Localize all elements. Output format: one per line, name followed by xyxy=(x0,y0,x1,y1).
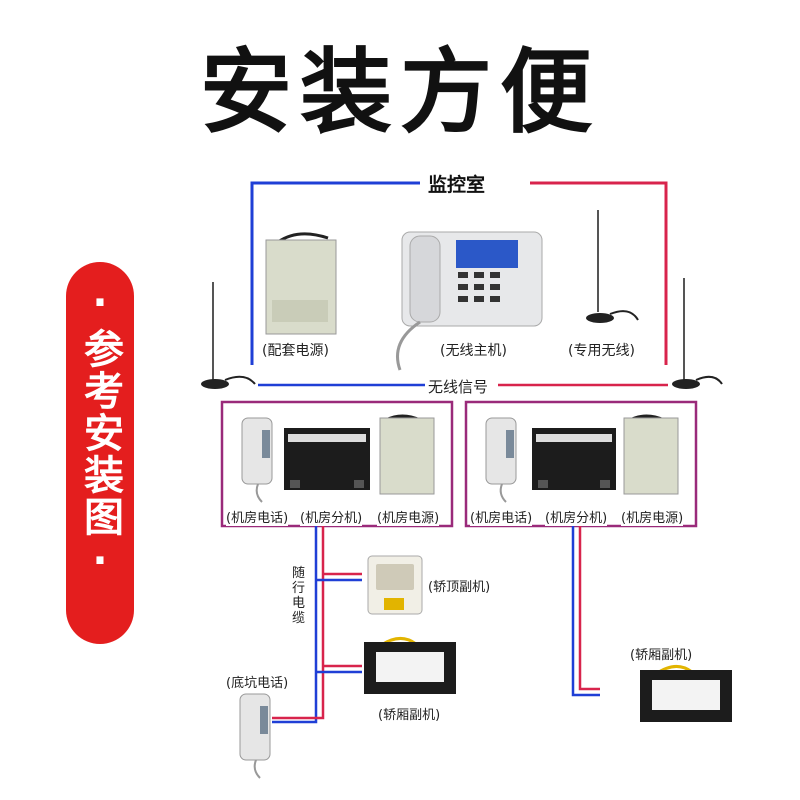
page-title: 安装方便 xyxy=(199,39,600,146)
label-room-power-1: (机房电源) xyxy=(377,507,440,526)
pit-phone-icon xyxy=(239,693,271,779)
antenna-icon xyxy=(672,278,723,389)
label-antenna: (专用无线) xyxy=(568,340,635,360)
cable-label: 随行电缆 xyxy=(292,566,306,626)
side-label-pill: ·参考安装图· xyxy=(66,262,134,644)
label-pit-phone: (底坑电话) xyxy=(226,672,289,691)
room-extension-icon xyxy=(532,428,616,490)
room-phone-icon xyxy=(241,417,273,503)
signal-label: 无线信号 xyxy=(428,376,489,397)
cable-left-red xyxy=(272,526,325,720)
room-extension-icon xyxy=(284,428,370,490)
label-ups-top: (配套电源) xyxy=(262,340,329,360)
car-top-unit-icon xyxy=(367,555,423,615)
monitor-room-wire-blue xyxy=(250,181,420,365)
room-phone-icon xyxy=(485,417,517,503)
label-car-top: (轿顶副机) xyxy=(428,576,491,595)
antenna-icon xyxy=(201,282,256,389)
monitor-room-title: 监控室 xyxy=(422,170,492,197)
label-room-ext-1: (机房分机) xyxy=(300,507,363,526)
ups-power-icon xyxy=(265,232,337,335)
cable-left-blue xyxy=(272,526,318,724)
label-host: (无线主机) xyxy=(440,340,507,360)
car-unit-icon xyxy=(364,637,456,694)
label-room-phone-1: (机房电话) xyxy=(226,507,289,526)
cable-right-red xyxy=(578,526,600,691)
label-car-1: (轿厢副机) xyxy=(378,704,441,723)
room-power-icon xyxy=(623,414,679,495)
room-power-icon xyxy=(379,414,435,495)
antenna-icon xyxy=(586,210,639,323)
label-room-power-2: (机房电源) xyxy=(621,507,684,526)
label-room-ext-2: (机房分机) xyxy=(545,507,608,526)
machine-room-box-1 xyxy=(220,400,454,528)
label-room-phone-2: (机房电话) xyxy=(470,507,533,526)
label-car-2: (轿厢副机) xyxy=(630,644,693,663)
side-label-text: ·参考安装图· xyxy=(77,280,123,586)
car-unit-icon xyxy=(640,665,732,722)
wireless-host-phone-icon xyxy=(396,231,543,371)
monitor-room-wire-red xyxy=(530,181,668,365)
cable-right-blue xyxy=(571,526,600,697)
